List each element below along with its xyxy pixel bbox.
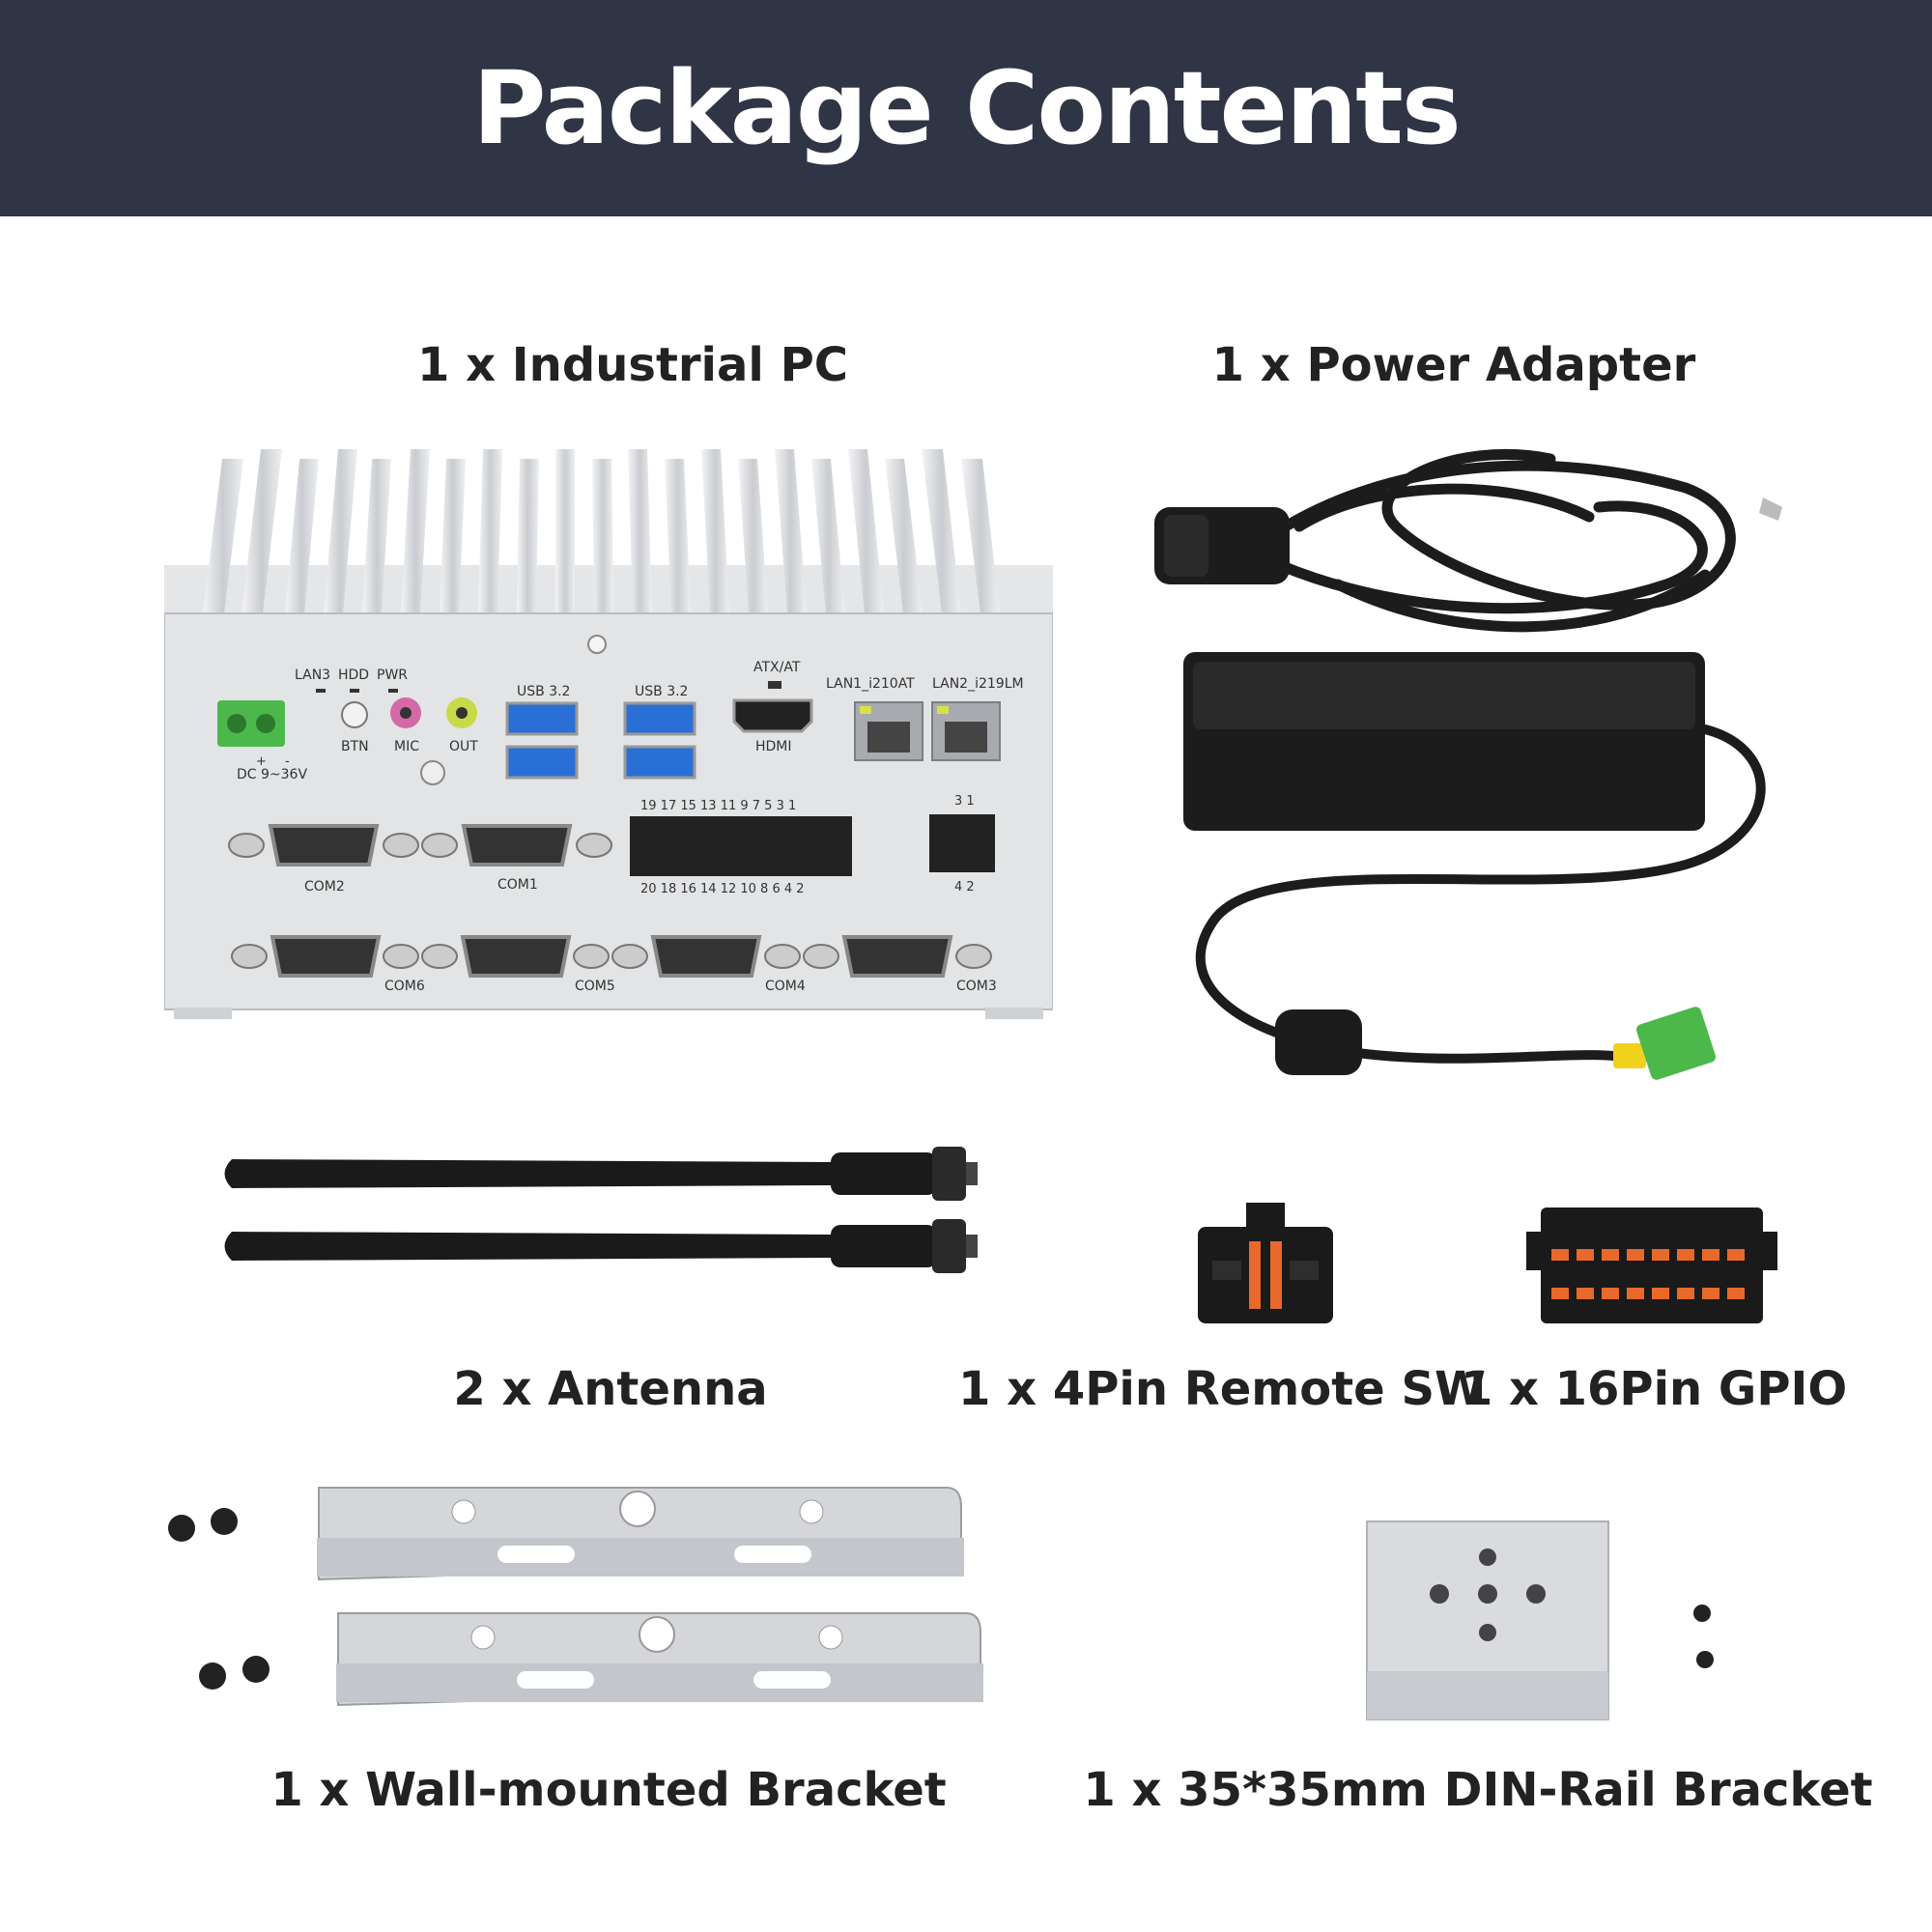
green-terminal-plug: [1636, 1007, 1716, 1080]
remote-sw-header: [929, 814, 995, 872]
label-industrial-pc: 1 x Industrial PC: [417, 338, 848, 392]
header-banner: Package Contents: [0, 0, 1932, 216]
usb-port: [623, 745, 696, 780]
com1-label: COM1: [497, 877, 538, 893]
antenna: [224, 1219, 978, 1273]
label-gpio: 1 x 16Pin GPIO: [1460, 1362, 1848, 1416]
com-port: [611, 935, 801, 978]
wall-bracket-image: [168, 1487, 983, 1707]
label-din-bracket: 1 x 35*35mm DIN-Rail Bracket: [1083, 1763, 1873, 1817]
wall-bracket: [336, 1612, 983, 1707]
din-rail-bracket-image: [1366, 1520, 1714, 1720]
btn-label: BTN: [341, 739, 369, 754]
hdmi-port: [732, 698, 813, 733]
industrial-pc-image: + - DC 9~36V LAN3 HDD PWR BTN MIC OUT US…: [164, 449, 1053, 1019]
label-antenna: 2 x Antenna: [453, 1362, 768, 1416]
com-port: [421, 935, 610, 978]
led-hdd-label: HDD: [338, 668, 369, 683]
dc-minus-label: -: [285, 754, 290, 769]
gpio-connector-image: [1526, 1208, 1777, 1323]
power-adapter-image: [1154, 449, 1782, 1080]
dc-plus-label: +: [256, 754, 267, 769]
dc-voltage-label: DC 9~36V: [237, 767, 307, 782]
wall-bracket: [317, 1487, 964, 1581]
com4-label: COM4: [765, 979, 806, 994]
label-power-adapter: 1 x Power Adapter: [1211, 338, 1696, 392]
label-remote-sw: 1 x 4Pin Remote SW: [958, 1362, 1486, 1416]
lan1-label: LAN1_i210AT: [826, 676, 915, 692]
usb-port: [505, 745, 579, 780]
usb-port: [505, 701, 579, 736]
gpio-top-pins: 19 17 15 13 11 9 7 5 3 1: [640, 799, 796, 813]
page-title: Package Contents: [472, 49, 1462, 167]
usb-port: [623, 701, 696, 736]
com-port: [803, 935, 992, 978]
antenna: [224, 1147, 978, 1201]
hdmi-label: HDMI: [755, 739, 792, 754]
label-wall-bracket: 1 x Wall-mounted Bracket: [270, 1763, 947, 1817]
lan2-label: LAN2_i219LM: [932, 676, 1024, 692]
com-port: [231, 935, 419, 978]
com2-label: COM2: [304, 879, 345, 895]
com5-label: COM5: [575, 979, 615, 994]
atx-label: ATX/AT: [753, 660, 801, 675]
dc-terminal: [217, 700, 285, 747]
remote-sw-connector-image: [1198, 1203, 1333, 1323]
power-button-icon: [341, 701, 368, 728]
com-port: [228, 824, 419, 867]
led-pwr-label: PWR: [377, 668, 408, 683]
gpio-bottom-pins: 20 18 16 14 12 10 8 6 4 2: [640, 882, 805, 896]
com-port: [421, 824, 612, 867]
sw-bottom-pins: 4 2: [954, 880, 975, 895]
sw-top-pins: 3 1: [954, 794, 975, 809]
usb-b-label: USB 3.2: [635, 684, 688, 699]
gpio-header: [630, 816, 852, 876]
mic-label: MIC: [394, 739, 419, 754]
led-lan3-label: LAN3: [295, 668, 330, 683]
out-label: OUT: [449, 739, 478, 754]
heatsink-fins: [164, 449, 1053, 613]
usb-a-label: USB 3.2: [517, 684, 570, 699]
ferrite-core: [1275, 1009, 1362, 1075]
com3-label: COM3: [956, 979, 997, 994]
antennas-image: [224, 1147, 978, 1273]
com6-label: COM6: [384, 979, 425, 994]
